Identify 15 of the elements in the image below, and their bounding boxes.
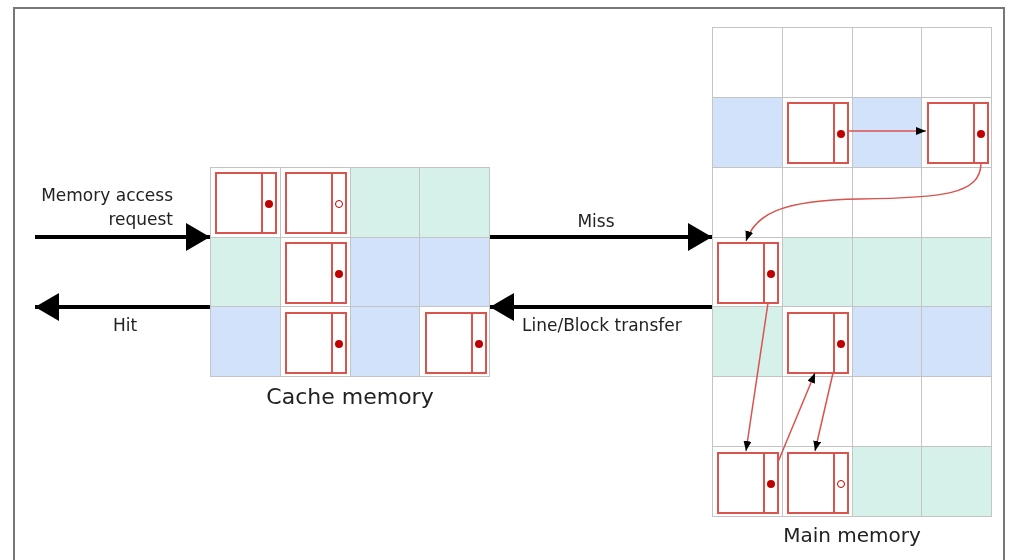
pointer-arrow bbox=[813, 372, 834, 452]
pointer-arrow bbox=[743, 302, 769, 452]
pointer-arrow bbox=[745, 162, 982, 242]
flow-arrow bbox=[35, 293, 210, 321]
flow-arrow bbox=[490, 293, 712, 321]
flow-arrow bbox=[35, 223, 210, 251]
memory-caption: Cache memory bbox=[265, 383, 435, 411]
pointer-arrow bbox=[847, 127, 927, 135]
edge-label: Hit bbox=[111, 314, 139, 337]
edge-label: Miss bbox=[576, 210, 616, 233]
memory-caption: Main memory bbox=[782, 522, 922, 549]
edge-label: Memory access request bbox=[40, 184, 173, 231]
edge-label: Line/Block transfer bbox=[522, 314, 683, 337]
flow-arrow bbox=[490, 223, 712, 251]
pointer-arrow bbox=[777, 372, 816, 463]
